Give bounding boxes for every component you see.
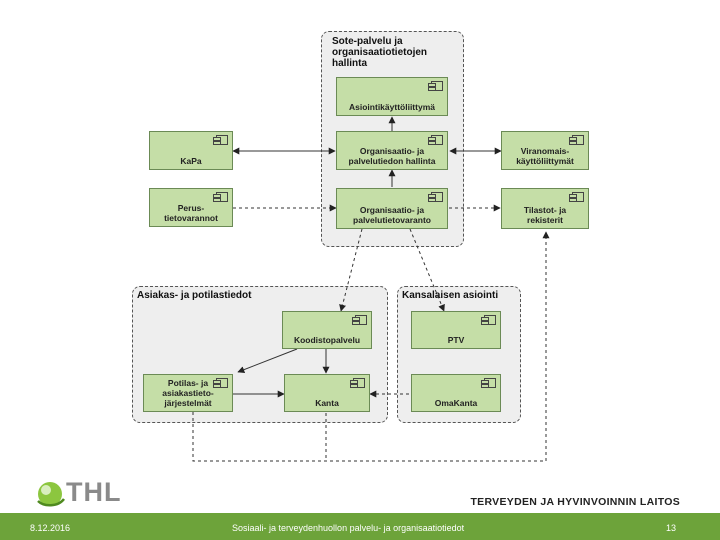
component-omakanta: OmaKanta — [411, 374, 501, 412]
component-viranomaiskayttoliittymat: Viranomais- käyttöliittymät — [501, 131, 589, 170]
component-icon — [569, 135, 584, 145]
footer-page-number: 13 — [666, 523, 677, 533]
component-organisaatio-hallinta: Organisaatio- ja palvelutiedon hallinta — [336, 131, 448, 170]
group-kansalaisen-title: Kansalaisen asiointi — [402, 290, 499, 301]
edge-tietovaranto-to-ptv — [409, 228, 445, 312]
component-icon — [428, 135, 443, 145]
group-asiakas-title: Asiakas- ja potilastiedot — [137, 290, 252, 301]
footer-title: Sosiaali- ja terveydenhuollon palvelu- j… — [232, 523, 465, 533]
footer-date: 8.12.2016 — [30, 523, 71, 533]
component-organisaatio-tietovaranto: Organisaatio- ja palvelutietovaranto — [336, 188, 448, 229]
component-koodistopalvelu: Koodistopalvelu — [282, 311, 372, 349]
footer-bar — [0, 513, 720, 540]
component-icon — [213, 378, 228, 388]
component-kanta: Kanta — [284, 374, 370, 412]
component-icon — [569, 192, 584, 202]
component-icon — [428, 192, 443, 202]
group-sote-title: Sote-palvelu ja organisaatiotietojen hal… — [332, 36, 428, 69]
thl-logo-icon — [37, 482, 65, 507]
component-perustietovarannot: Perus- tietovarannot — [149, 188, 233, 227]
edge-tietovaranto-to-koodisto — [339, 228, 363, 312]
component-tilastot-rekisterit: Tilastot- ja rekisterit — [501, 188, 589, 229]
component-asiointikayttoliittyma: Asiointikäyttöliittymä — [336, 77, 448, 116]
institute-name: TERVEYDEN JA HYVINVOINNIN LAITOS — [470, 496, 680, 508]
component-icon — [350, 378, 365, 388]
component-ptv: PTV — [411, 311, 501, 349]
component-icon — [428, 81, 443, 91]
edge-potilas-to-tilastot — [192, 231, 550, 462]
component-icon — [481, 378, 496, 388]
component-kapa: KaPa — [149, 131, 233, 170]
component-icon — [481, 315, 496, 325]
component-potilas-asiakastietojarjestelmat: Potilas- ja asiakastieto- järjestelmät — [143, 374, 233, 412]
component-icon — [352, 315, 367, 325]
edge-koodisto-to-potilas — [237, 348, 298, 373]
component-icon — [213, 135, 228, 145]
component-icon — [213, 192, 228, 202]
thl-logo-text: THL — [66, 477, 122, 507]
